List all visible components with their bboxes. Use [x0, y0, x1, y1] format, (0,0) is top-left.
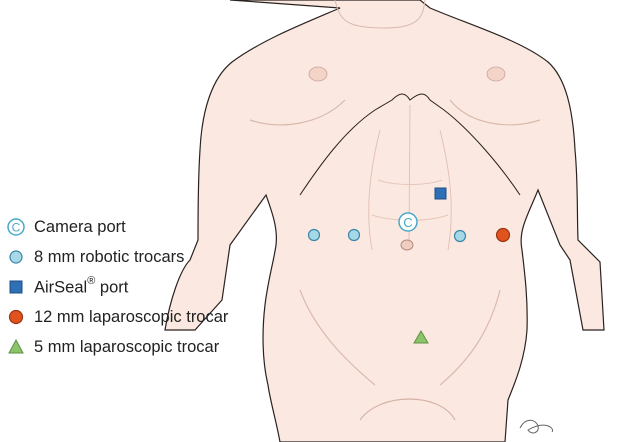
airseal-tail: port: [95, 278, 129, 297]
airseal-port-icon: [6, 277, 26, 297]
legend-label-airseal: AirSeal® port: [34, 274, 129, 298]
legend-item-lap12: 12 mm laparoscopic trocar: [6, 302, 228, 332]
lap5-trocar-icon: [6, 337, 26, 357]
camera-port-symbol: C: [403, 215, 412, 230]
robotic-trocar-icon: [6, 247, 26, 267]
lap12-trocar-marker: [495, 227, 511, 243]
neck-line: [334, 0, 426, 29]
legend-label-camera: Camera port: [34, 217, 126, 236]
abs-line-1: [377, 179, 443, 185]
torso-outline: [164, 0, 605, 442]
iliac-right: [439, 289, 501, 386]
artist-signature: [519, 419, 554, 434]
robotic-trocar-marker-1: [307, 228, 321, 242]
umbilicus: [400, 239, 414, 251]
chest-contour-right: [449, 99, 541, 126]
robotic-trocar-marker-2: [347, 228, 361, 242]
rectus-right: [439, 129, 452, 251]
camera-port-marker: [398, 212, 418, 232]
camera-port-icon: C: [6, 217, 26, 237]
robotic-trocar-marker-3: [453, 229, 467, 243]
legend-item-airseal: AirSeal® port: [6, 272, 228, 302]
legend-label-lap5: 5 mm laparoscopic trocar: [34, 337, 220, 356]
legend-item-lap5: 5 mm laparoscopic trocar: [6, 332, 228, 362]
legend-label-lap12: 12 mm laparoscopic trocar: [34, 307, 229, 326]
nipple-right: [486, 66, 506, 82]
svg-text:C: C: [12, 221, 21, 235]
legend-label-robotic: 8 mm robotic trocars: [34, 247, 185, 266]
rectus-left: [368, 129, 381, 251]
chest-contour-left: [249, 99, 346, 126]
lap12-trocar-icon: [6, 307, 26, 327]
lap5-trocar-marker: [413, 330, 429, 344]
iliac-left: [299, 289, 376, 386]
registered-mark: ®: [87, 274, 96, 287]
airseal-name: AirSeal: [34, 278, 88, 297]
legend: C Camera port 8 mm robotic trocars AirSe…: [6, 212, 228, 362]
nipple-left: [308, 66, 328, 82]
airseal-port-marker: [434, 187, 447, 200]
costal-margin: [299, 93, 521, 196]
legend-item-camera: C Camera port: [6, 212, 228, 242]
groin-line: [359, 398, 456, 421]
legend-item-robotic: 8 mm robotic trocars: [6, 242, 228, 272]
